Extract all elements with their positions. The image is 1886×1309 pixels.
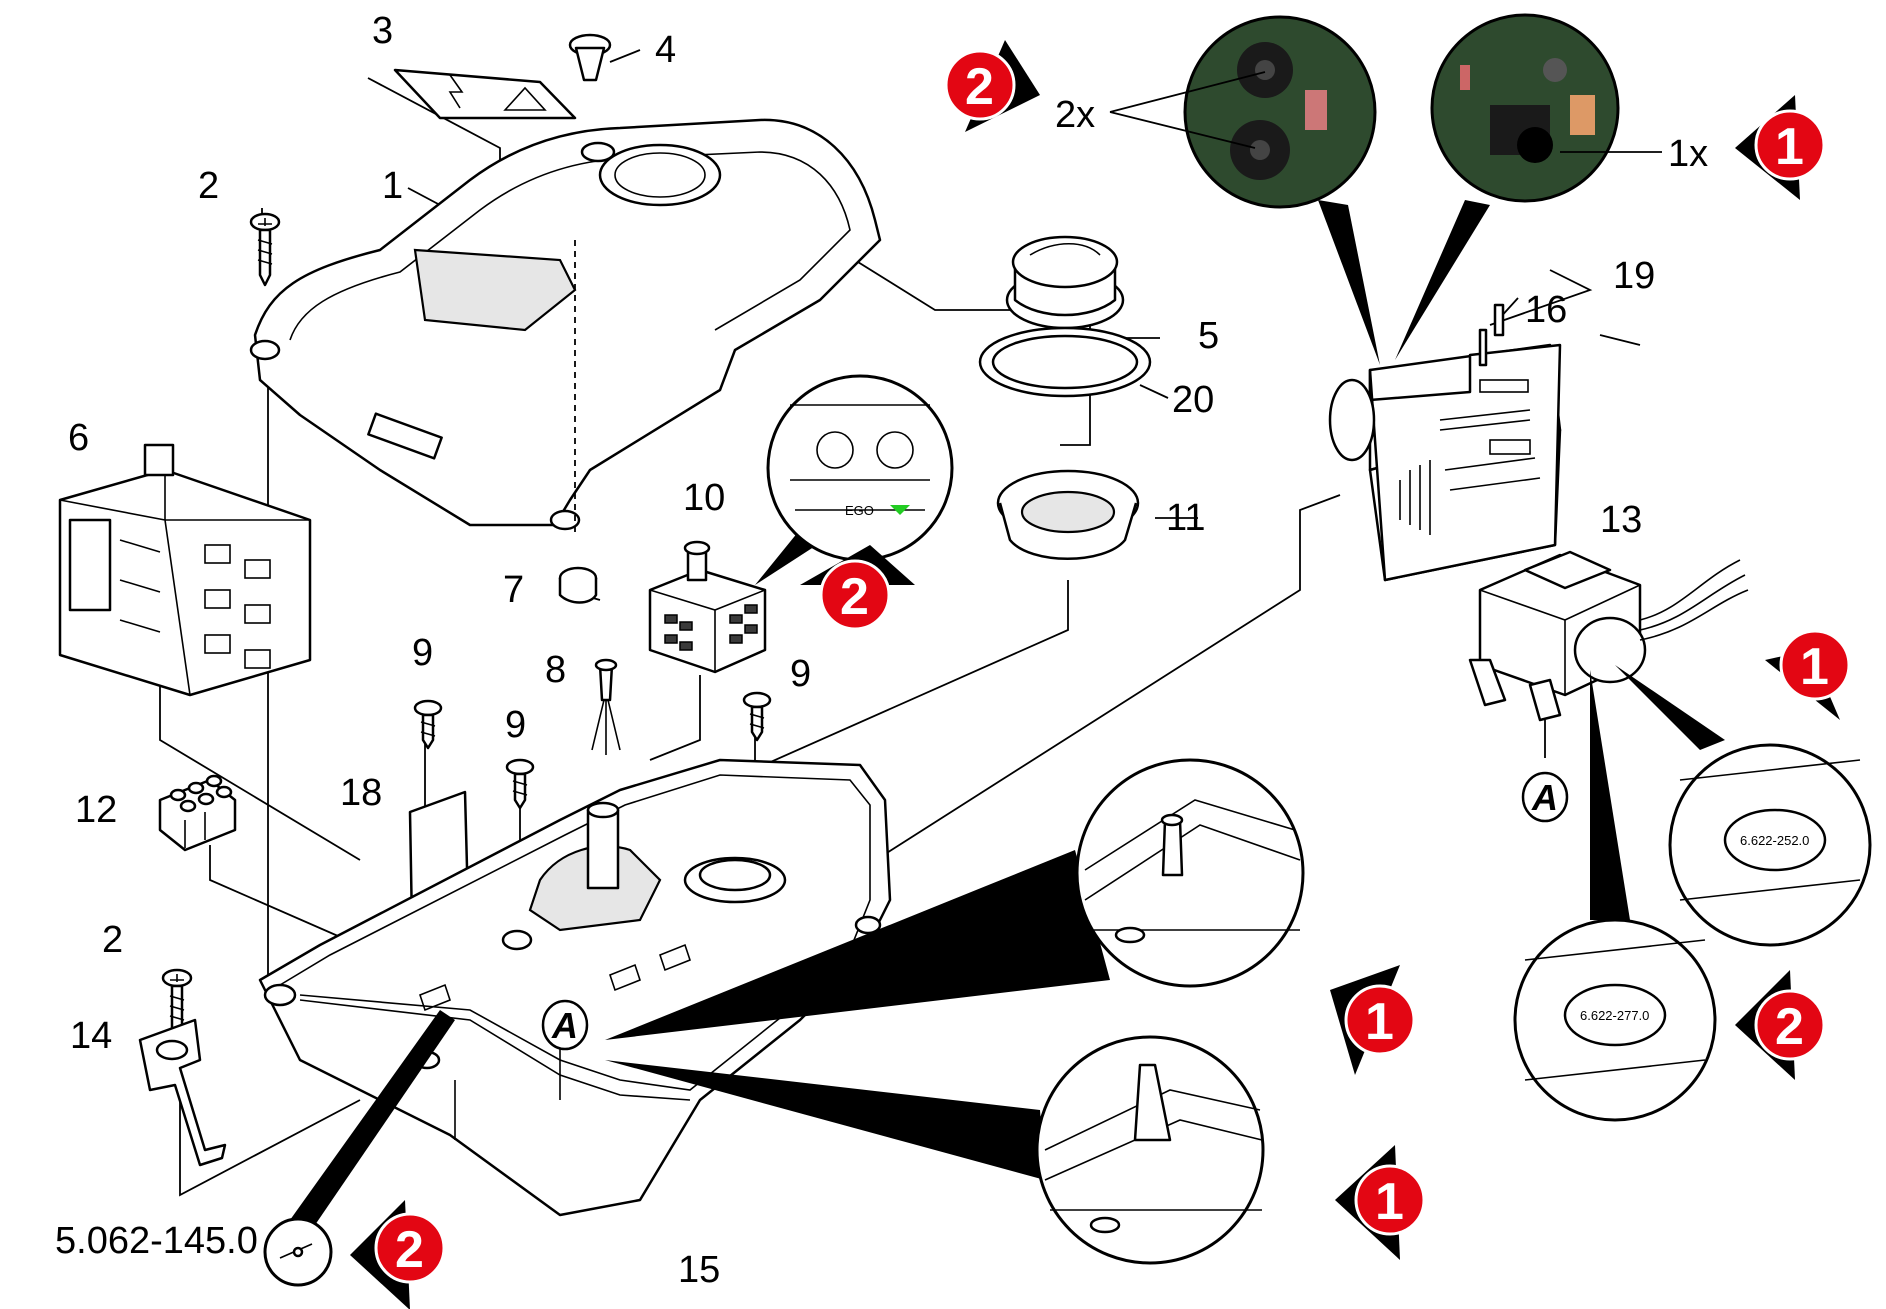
label-part-2-top: 2 bbox=[198, 165, 219, 207]
label-part-9-a: 9 bbox=[412, 632, 433, 674]
label-part-9-b: 9 bbox=[505, 704, 526, 746]
label-part-16: 16 bbox=[1525, 289, 1567, 331]
label-part-8: 8 bbox=[545, 649, 566, 691]
label-part-12: 12 bbox=[75, 789, 117, 831]
label-part-5: 5 bbox=[1198, 315, 1219, 357]
grommet-part-11 bbox=[996, 469, 1140, 560]
marker-a-housing-text: A bbox=[551, 1005, 578, 1046]
screw-part-9-b bbox=[505, 758, 535, 810]
label-part-4: 4 bbox=[655, 29, 676, 71]
svg-text:2: 2 bbox=[395, 1221, 424, 1279]
svg-text:1: 1 bbox=[1775, 118, 1804, 176]
quantity-1x: 1x bbox=[1668, 133, 1708, 175]
quantity-labels: 2x 1x bbox=[1055, 71, 1708, 175]
transformer-label-1-text: 6.622-252.0 bbox=[1740, 833, 1809, 848]
pcb-photo-zoom-2x bbox=[1183, 15, 1380, 365]
label-part-9-c: 9 bbox=[790, 653, 811, 695]
label-part-2-bottom: 2 bbox=[102, 919, 123, 961]
switch-brand-text: EGO bbox=[845, 503, 874, 518]
plug-part-4 bbox=[568, 33, 616, 163]
fuse-part-16 bbox=[1493, 303, 1505, 337]
transformer-label-2-text: 6.622-277.0 bbox=[1580, 1008, 1649, 1023]
part-number-labels: 3 4 2 1 5 20 6 10 11 7 9 8 9 9 18 12 2 1… bbox=[68, 10, 1655, 1291]
part-number-reference: 5.062-145.0 bbox=[55, 1220, 258, 1262]
knob-part-5 bbox=[1005, 235, 1125, 330]
svg-text:2: 2 bbox=[965, 58, 994, 116]
marker-a-transformer-text: A bbox=[1531, 777, 1558, 818]
switch-detail-zoom: EGO bbox=[755, 374, 954, 585]
svg-text:2: 2 bbox=[840, 568, 869, 626]
switch-part-10 bbox=[648, 540, 767, 674]
screw-part-2-top bbox=[249, 212, 281, 287]
quantity-2x: 2x bbox=[1055, 94, 1095, 136]
badge-2-gauge: 2 bbox=[350, 1200, 446, 1309]
label-part-3: 3 bbox=[372, 10, 393, 52]
seal-ring-part-20 bbox=[978, 326, 1152, 398]
terminal-block-part-12 bbox=[158, 774, 237, 852]
svg-text:1: 1 bbox=[1365, 993, 1394, 1051]
badge-2-top-left: 2 bbox=[944, 40, 1040, 132]
label-part-18: 18 bbox=[340, 772, 382, 814]
contactor-part-6 bbox=[58, 443, 312, 697]
badge-1-top-right: 1 bbox=[1735, 95, 1826, 200]
label-part-13: 13 bbox=[1600, 499, 1642, 541]
label-part-19: 19 bbox=[1613, 255, 1655, 297]
label-part-14: 14 bbox=[70, 1015, 112, 1057]
gauge-zoom bbox=[263, 1010, 455, 1287]
pcb-photo-zoom-1x bbox=[1395, 13, 1620, 360]
svg-text:2: 2 bbox=[1775, 998, 1804, 1056]
transformer-label-zoom-1: 6.622-252.0 bbox=[1615, 665, 1872, 947]
label-part-10: 10 bbox=[683, 477, 725, 519]
label-part-7: 7 bbox=[503, 569, 524, 611]
badge-2-switch: 2 bbox=[800, 545, 915, 631]
badge-1-transformer: 1 bbox=[1765, 629, 1851, 720]
marker-a-transformer: A bbox=[1521, 771, 1569, 823]
circuit-board-part-19 bbox=[1328, 328, 1562, 582]
foot-part-7 bbox=[558, 566, 598, 604]
transformer-part-13 bbox=[1468, 550, 1749, 722]
housing-detail-zoom-1 bbox=[605, 758, 1305, 1040]
cover-part-1 bbox=[249, 118, 882, 535]
label-part-15: 15 bbox=[678, 1249, 720, 1291]
marker-a-housing: A bbox=[541, 999, 589, 1051]
warning-label-part-3 bbox=[393, 68, 577, 120]
label-part-6: 6 bbox=[68, 417, 89, 459]
transformer-label-zoom-2: 6.622-277.0 bbox=[1513, 670, 1717, 1122]
screw-part-9-c bbox=[742, 691, 772, 742]
label-part-1: 1 bbox=[382, 165, 403, 207]
svg-text:1: 1 bbox=[1375, 1173, 1404, 1231]
badge-1-housing-1: 1 bbox=[1330, 965, 1416, 1075]
clamp-part-14 bbox=[138, 1018, 227, 1167]
housing-detail-zoom-2 bbox=[605, 1035, 1265, 1265]
badge-2-label: 2 bbox=[1735, 970, 1826, 1080]
label-part-20: 20 bbox=[1172, 379, 1214, 421]
screw-part-9-a bbox=[413, 699, 443, 750]
label-part-11: 11 bbox=[1166, 497, 1205, 539]
badge-1-housing-2: 1 bbox=[1335, 1145, 1426, 1260]
svg-text:1: 1 bbox=[1800, 638, 1829, 696]
sensor-part-8 bbox=[591, 658, 621, 755]
